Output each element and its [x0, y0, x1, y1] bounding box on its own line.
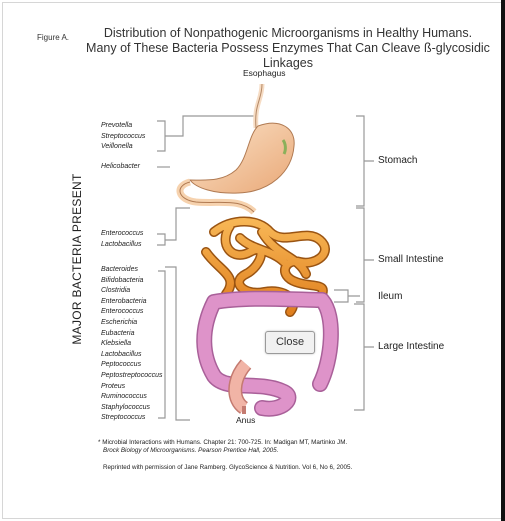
- bacteria-name: Enterococcus: [101, 308, 144, 316]
- bacteria-group-stomach: Helicobacter: [101, 162, 140, 173]
- footnote-line-2: Brock Biology of Microorganisms. Pearson…: [103, 447, 279, 454]
- organ-label-ileum: Ileum: [378, 291, 403, 302]
- bacteria-name: Eubacteria: [101, 329, 135, 337]
- bracket-lines: [157, 115, 374, 421]
- bracket-small-intestine: [356, 207, 374, 303]
- right-edge-bar: [501, 0, 505, 521]
- bacteria-name: Clostridia: [101, 287, 131, 295]
- organ-label-stomach: Stomach: [378, 155, 418, 166]
- bacteria-name: Bifidobacteria: [101, 276, 144, 284]
- bracket-ileum: [334, 289, 360, 303]
- reprint-note: Reprinted with permission of Jane Ramber…: [103, 464, 353, 471]
- bacteria-name: Streptococcus: [101, 132, 146, 140]
- bracket-large-intestine: [354, 303, 374, 411]
- bacteria-name: Prevotella: [101, 122, 133, 129]
- bracket-small-intestine-left: [157, 207, 190, 246]
- bacteria-group-small-intestine: Enterococcus Lactobacillus: [101, 229, 143, 250]
- bacteria-name: Ruminococcus: [101, 393, 147, 401]
- bacteria-name: Bacteroides: [101, 266, 138, 273]
- title-line-1: Distribution of Nonpathogenic Microorgan…: [103, 26, 473, 40]
- bacteria-name: Streptococcus: [101, 414, 146, 422]
- bacteria-name: Helicobacter: [101, 163, 140, 170]
- bacteria-group-large-intestine: Bacteroides Bifidobacteria Clostridia En…: [101, 265, 162, 424]
- bacteria-name: Enterobacteria: [101, 297, 147, 305]
- bacteria-group-upper: Prevotella Streptococcus Veillonella: [101, 121, 145, 153]
- esophagus-label: Esophagus: [243, 68, 286, 78]
- figure-title: Distribution of Nonpathogenic Microorgan…: [78, 26, 498, 71]
- close-button[interactable]: Close: [265, 331, 315, 354]
- bacteria-name: Lactobacillus: [101, 240, 142, 248]
- organ-label-large-intestine: Large Intestine: [378, 341, 445, 352]
- bacteria-name: Escherichia: [101, 318, 138, 326]
- bacteria-name: Staphylococcus: [101, 403, 151, 411]
- anus-label: Anus: [236, 415, 256, 425]
- bacteria-name: Peptostreptococcus: [101, 371, 163, 379]
- bacteria-name: Peptococcus: [101, 361, 142, 369]
- organ-label-small-intestine: Small Intestine: [378, 254, 444, 265]
- bacteria-name: Klebsiella: [101, 340, 131, 348]
- bacteria-name: Veillonella: [101, 143, 133, 151]
- bracket-large-intestine-left: [158, 266, 190, 421]
- small-intestine: [201, 216, 330, 317]
- bracket-upper: [157, 120, 166, 152]
- bacteria-name: Lactobacillus: [101, 350, 142, 358]
- bacteria-name: Proteus: [101, 382, 126, 390]
- bracket-stomach: [356, 115, 374, 207]
- bacteria-name: Enterococcus: [101, 230, 144, 237]
- footnote-line-1: * Microbial Interactions with Humans. Ch…: [98, 439, 348, 446]
- title-line-2: Many of These Bacteria Possess Enzymes T…: [86, 41, 490, 70]
- figure-label: Figure A.: [37, 33, 70, 42]
- stomach: [188, 122, 295, 194]
